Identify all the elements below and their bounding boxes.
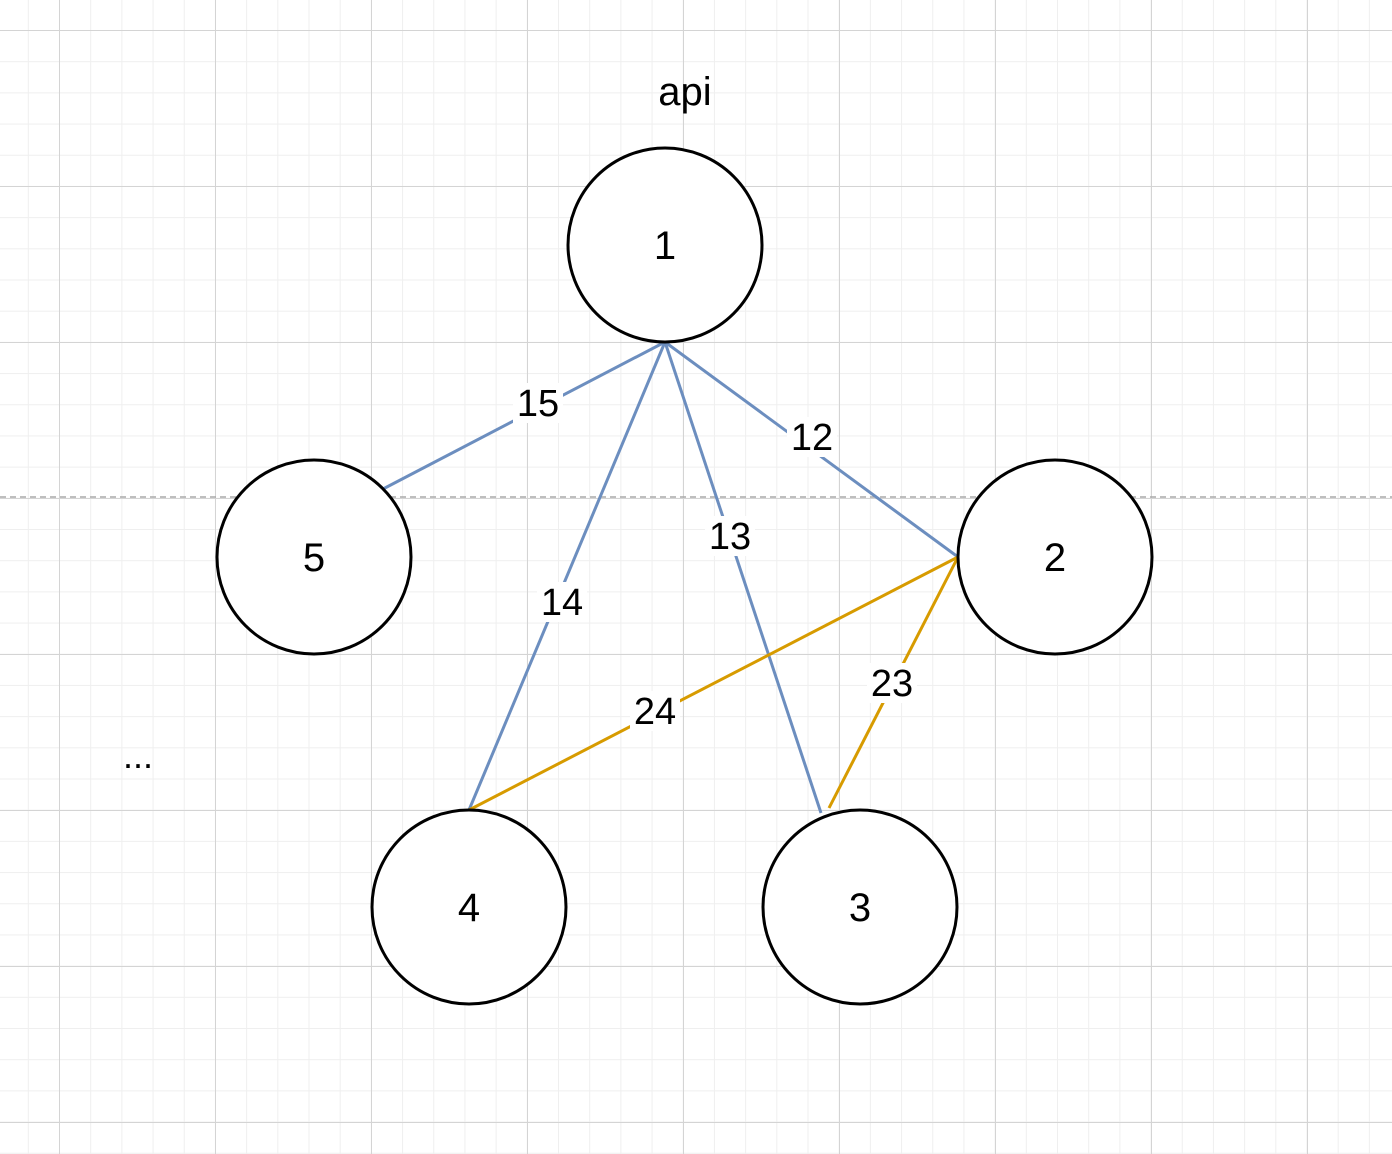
node-4[interactable]: 4 bbox=[370, 808, 568, 1006]
edge-label-14-text: 14 bbox=[541, 582, 583, 624]
edge-label-15-text: 15 bbox=[517, 383, 559, 425]
edge-label-24-text: 24 bbox=[634, 691, 676, 733]
node-5-label: 5 bbox=[303, 536, 325, 580]
edge-label-13: 13 bbox=[705, 516, 755, 558]
edge-label-23-text: 23 bbox=[871, 663, 913, 705]
edge-labels-layer: 15 14 13 12 24 23 bbox=[513, 383, 917, 733]
ellipsis-text: ... bbox=[123, 735, 153, 776]
edge-1-3[interactable] bbox=[663, 341, 823, 814]
edge-label-15: 15 bbox=[513, 383, 563, 425]
nodes-layer: 1 2 3 4 5 bbox=[215, 146, 1154, 1006]
node-1[interactable]: 1 bbox=[566, 146, 764, 344]
edge-label-13-text: 13 bbox=[709, 516, 751, 558]
edge-label-24: 24 bbox=[630, 691, 680, 733]
node-3-label: 3 bbox=[849, 886, 871, 930]
edge-2-4[interactable] bbox=[468, 555, 959, 812]
node-2-label: 2 bbox=[1044, 536, 1066, 580]
edge-1-4[interactable] bbox=[467, 341, 667, 811]
node-2[interactable]: 2 bbox=[956, 458, 1154, 656]
edges-layer bbox=[382, 340, 960, 814]
edge-label-14: 14 bbox=[537, 582, 587, 624]
edge-label-23: 23 bbox=[867, 663, 917, 705]
node-3[interactable]: 3 bbox=[761, 808, 959, 1006]
diagram-title: api bbox=[658, 70, 711, 114]
node-5[interactable]: 5 bbox=[215, 458, 413, 656]
edge-label-12-text: 12 bbox=[791, 417, 833, 459]
node-1-label: 1 bbox=[654, 224, 676, 268]
edge-label-12: 12 bbox=[787, 417, 837, 459]
node-4-label: 4 bbox=[458, 886, 480, 930]
